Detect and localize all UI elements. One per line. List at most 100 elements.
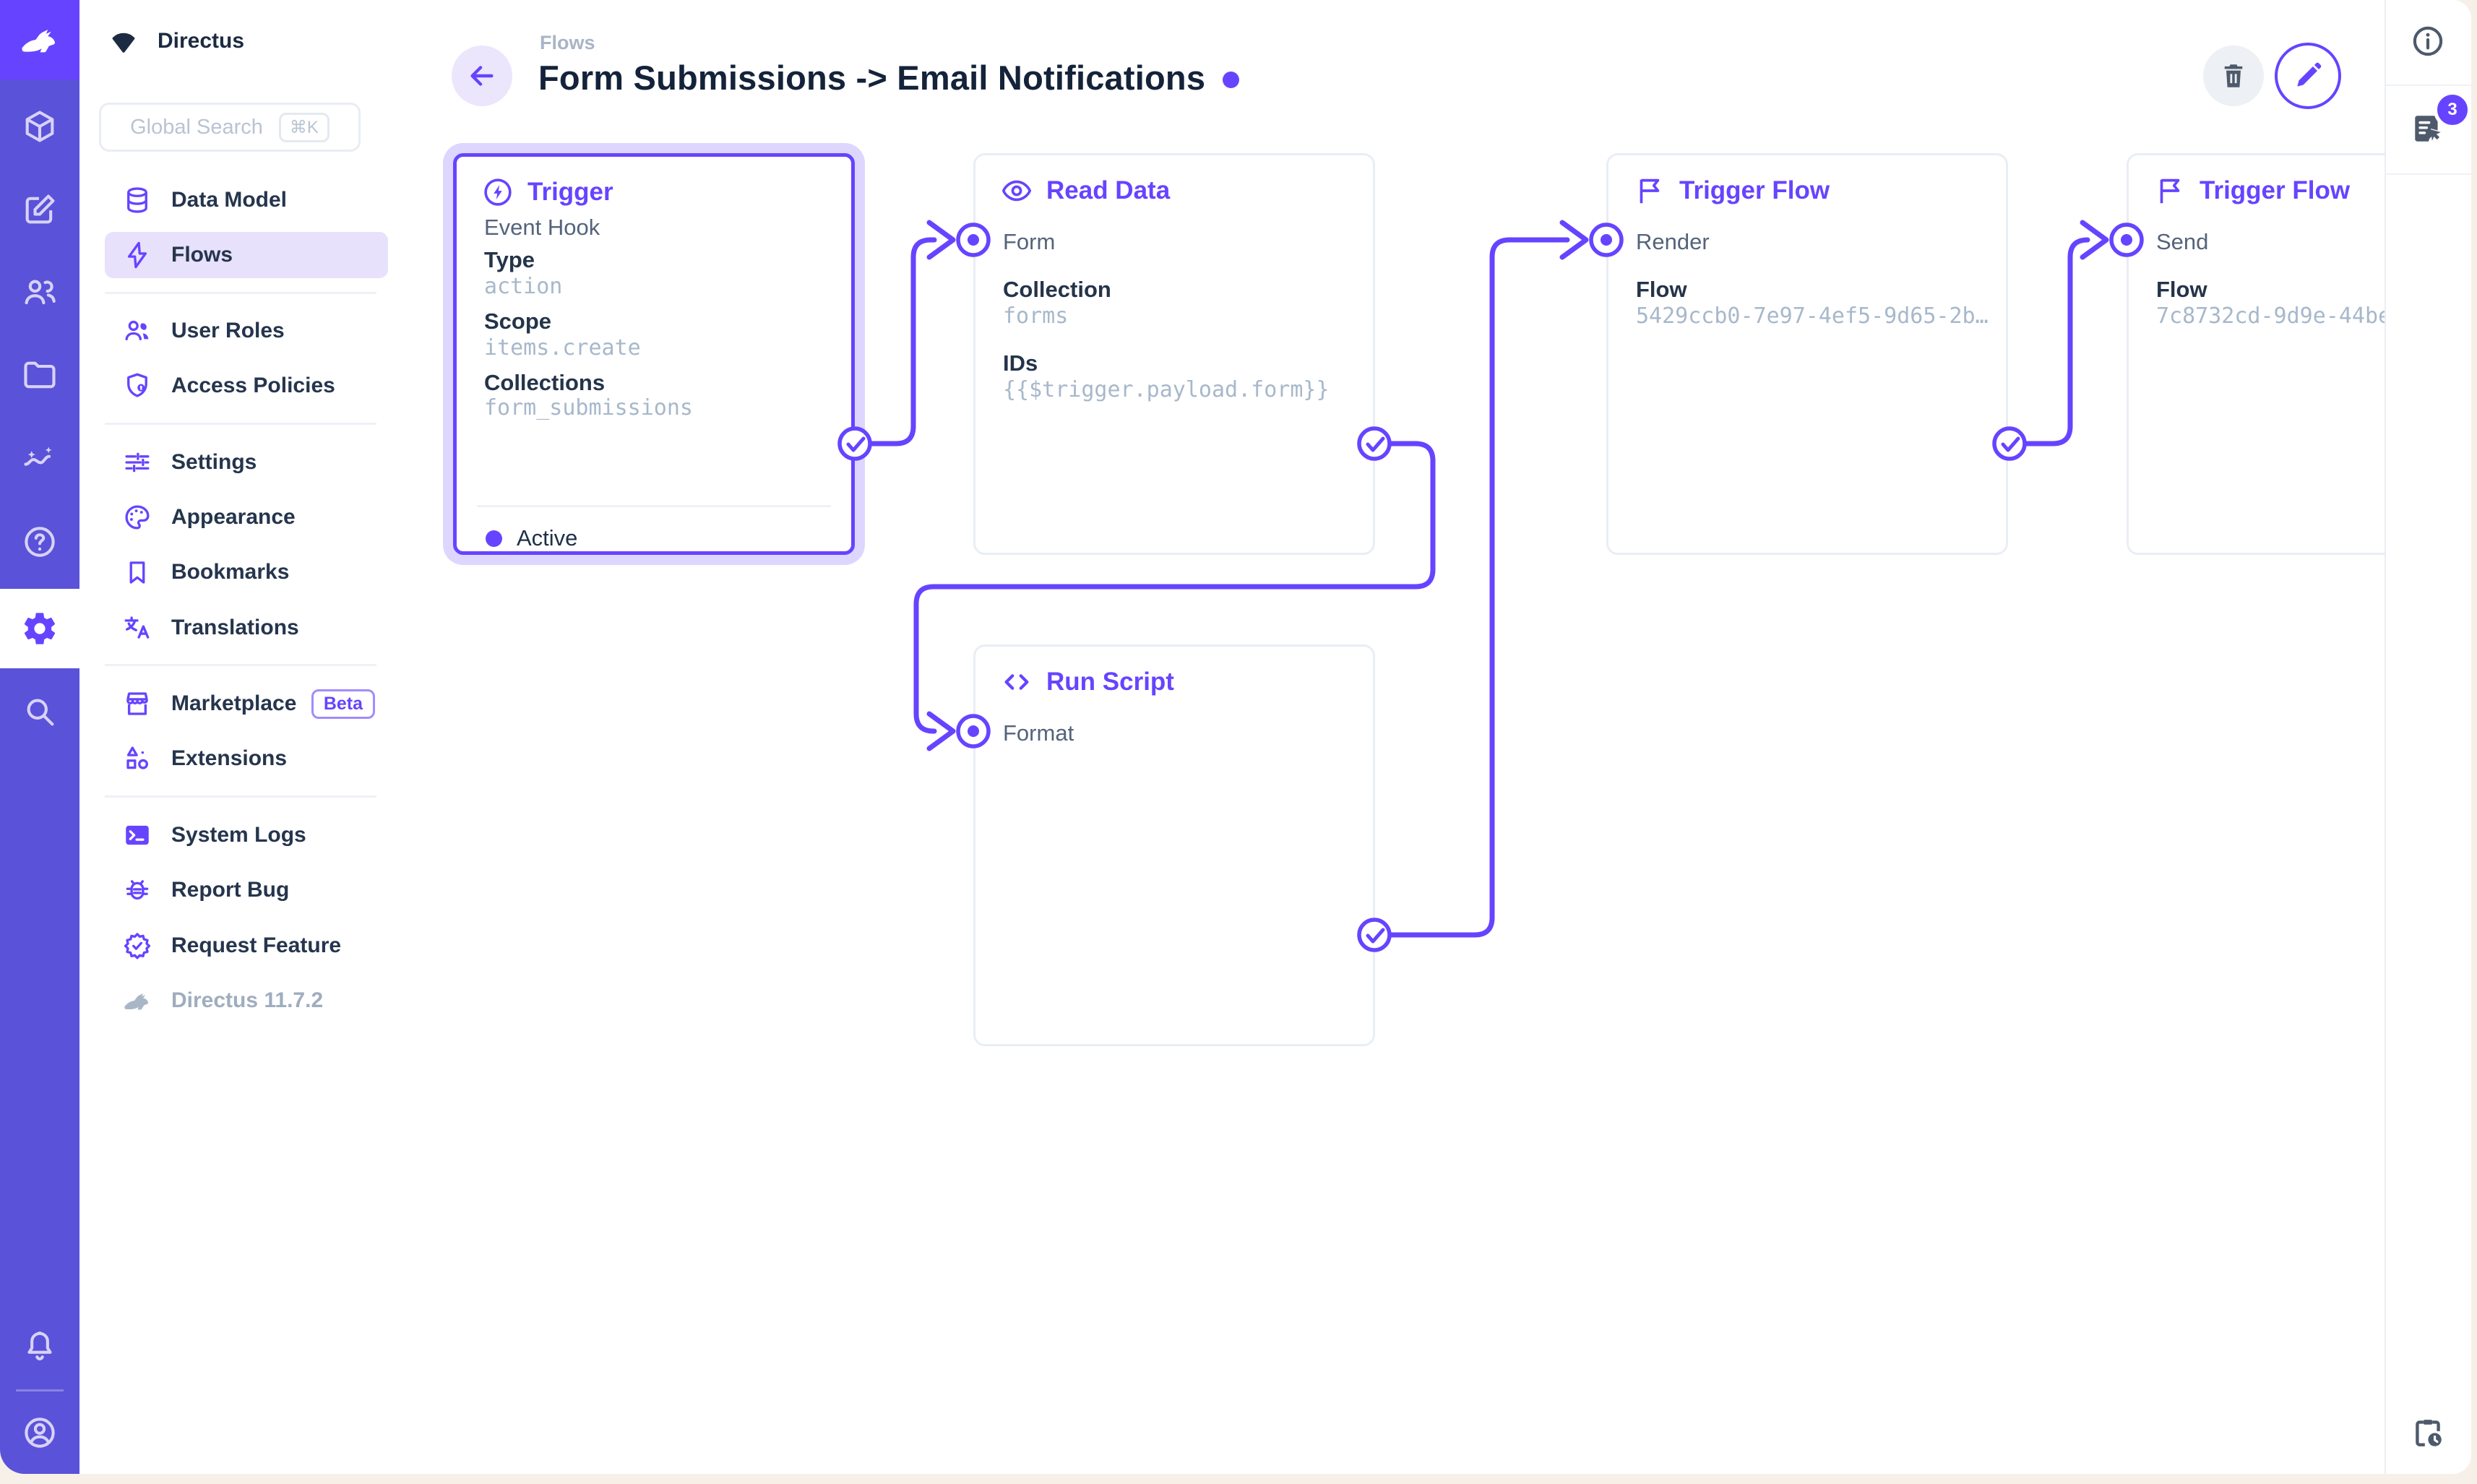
- field-value: items.create: [484, 335, 641, 361]
- sidebar-item-label: Flows: [171, 243, 233, 267]
- sidebar-item-appearance[interactable]: Appearance: [105, 494, 388, 540]
- search-placeholder: Global Search: [130, 115, 263, 139]
- flow-panel-read-data[interactable]: Read Data Form Collection forms IDs {{$t…: [973, 153, 1375, 555]
- module-bar: [0, 0, 79, 1474]
- sidebar-item-report-bug[interactable]: Report Bug: [105, 867, 388, 913]
- rabbit-version-icon: [124, 993, 149, 1010]
- global-search-input[interactable]: Global Search ⌘K: [99, 103, 361, 152]
- project-switcher[interactable]: Directus: [108, 16, 244, 66]
- status-dot: [1223, 72, 1240, 88]
- info-icon: [2413, 26, 2443, 56]
- panel-key: Form: [1003, 229, 1056, 254]
- sidebar-item-label: Settings: [171, 450, 257, 474]
- sidebar-item-translations[interactable]: Translations: [105, 605, 388, 651]
- bolt-circle-icon: [484, 178, 512, 206]
- sidebar-item-system-logs[interactable]: System Logs: [105, 812, 388, 858]
- panel-title-label: Run Script: [1046, 668, 1174, 696]
- translate-icon: [124, 616, 150, 639]
- back-button[interactable]: [452, 46, 512, 106]
- flow-panel-trigger-flow-send[interactable]: Trigger Flow Send Flow 7c8732cd-9d9e-44b…: [2127, 153, 2385, 555]
- wire-run-script-to-trigger-flow-render: [1387, 237, 1570, 938]
- sidebar-item-label: Extensions: [171, 746, 288, 770]
- eye-icon: [1001, 180, 1032, 202]
- search-icon: [27, 699, 54, 726]
- sidebar-item-extensions[interactable]: Extensions: [105, 735, 388, 782]
- breadcrumb[interactable]: Flows: [540, 32, 595, 53]
- sidebar-item-label: Access Policies: [171, 374, 335, 397]
- active-dot: [486, 530, 502, 547]
- user-roles-icon: [125, 320, 149, 341]
- module-files-button[interactable]: [21, 357, 59, 394]
- sidebar-item-flows[interactable]: Flows: [105, 232, 388, 278]
- sidebar-item-label: Appearance: [171, 505, 296, 529]
- sidebar-divider: [2386, 173, 2471, 175]
- box-icon: [25, 111, 54, 142]
- user-avatar-button[interactable]: [21, 1414, 59, 1451]
- sidebar-section-logs[interactable]: [2410, 111, 2446, 147]
- edit-square-icon: [25, 194, 55, 224]
- sidebar-item-request-feature[interactable]: Request Feature: [105, 923, 388, 969]
- delete-flow-button[interactable]: [2203, 46, 2264, 106]
- module-insights-button[interactable]: [21, 440, 59, 478]
- flow-panel-trigger[interactable]: Trigger Event Hook Type action Scope ite…: [453, 153, 855, 555]
- bolt-icon: [127, 241, 147, 269]
- bell-icon: [27, 1332, 52, 1360]
- sidebar-item-marketplace[interactable]: Marketplace Beta: [105, 681, 388, 727]
- flag-icon: [2160, 178, 2180, 204]
- flow-panel-trigger-flow-render[interactable]: Trigger Flow Render Flow 5429ccb0-7e97-4…: [1606, 153, 2008, 555]
- sidebar-item-label: Bookmarks: [171, 560, 290, 584]
- field-value: {{$trigger.payload.form}}: [1003, 377, 1330, 402]
- field-value: forms: [1003, 303, 1069, 329]
- clipboard-clock-icon: [2416, 1420, 2442, 1446]
- arrowhead-icon: [926, 220, 956, 260]
- people-icon: [25, 280, 56, 305]
- sidebar-item-data-model[interactable]: Data Model: [105, 177, 388, 223]
- folder-icon: [24, 361, 56, 389]
- nav-divider: [105, 423, 376, 425]
- module-help-button[interactable]: [21, 523, 59, 561]
- module-users-button[interactable]: [21, 274, 59, 311]
- sidebar-section-info[interactable]: [2410, 23, 2446, 59]
- database-icon: [127, 187, 147, 213]
- edit-flow-button[interactable]: [2275, 43, 2341, 109]
- right-sidebar: 3: [2385, 0, 2471, 1474]
- notifications-button[interactable]: [21, 1327, 59, 1365]
- tune-icon: [125, 452, 150, 473]
- sidebar-item-bookmarks[interactable]: Bookmarks: [105, 549, 388, 595]
- help-icon: [25, 527, 55, 557]
- module-active-highlight: [0, 589, 79, 668]
- shield-lock-icon: [127, 373, 147, 397]
- arrowhead-icon: [1559, 220, 1589, 260]
- nav-divider: [105, 292, 376, 294]
- trash-icon: [2224, 64, 2243, 87]
- flow-panel-run-script[interactable]: Run Script Format: [973, 644, 1375, 1046]
- nav-sidebar: Directus Global Search ⌘K Data Model Flo…: [79, 0, 394, 1474]
- flow-canvas[interactable]: Flows Form Submissions -> Email Notifica…: [394, 0, 2385, 1474]
- panel-title: Trigger: [481, 176, 613, 209]
- wire-trigger-to-read-data: [867, 237, 937, 447]
- storefront-icon: [126, 692, 148, 715]
- sidebar-item-settings[interactable]: Settings: [105, 439, 388, 486]
- sidebar-divider: [2386, 85, 2471, 86]
- beta-badge: Beta: [311, 689, 375, 719]
- palette-icon: [125, 505, 150, 530]
- flow-status: Active: [486, 522, 577, 555]
- directus-logo[interactable]: [0, 0, 79, 79]
- module-content-button[interactable]: [21, 108, 59, 145]
- module-editor-button[interactable]: [21, 191, 59, 228]
- module-search-button[interactable]: [21, 693, 59, 730]
- extension-icon: [126, 746, 148, 769]
- field-label: IDs: [1003, 350, 1038, 376]
- field-label: Type: [484, 247, 535, 272]
- arrow-left-icon: [470, 66, 494, 86]
- field-value: action: [484, 274, 563, 299]
- account-circle-icon: [25, 1418, 55, 1448]
- panel-title-label: Trigger Flow: [1679, 176, 1830, 204]
- panel-title: Run Script: [1000, 665, 1174, 699]
- panel-footer-divider: [477, 505, 831, 507]
- sidebar-item-user-roles[interactable]: User Roles: [105, 308, 388, 354]
- sidebar-item-access-policies[interactable]: Access Policies: [105, 363, 388, 409]
- pending-revisions-button[interactable]: [2410, 1415, 2446, 1451]
- panel-title: Read Data: [1000, 174, 1170, 207]
- module-settings-button[interactable]: [21, 610, 59, 647]
